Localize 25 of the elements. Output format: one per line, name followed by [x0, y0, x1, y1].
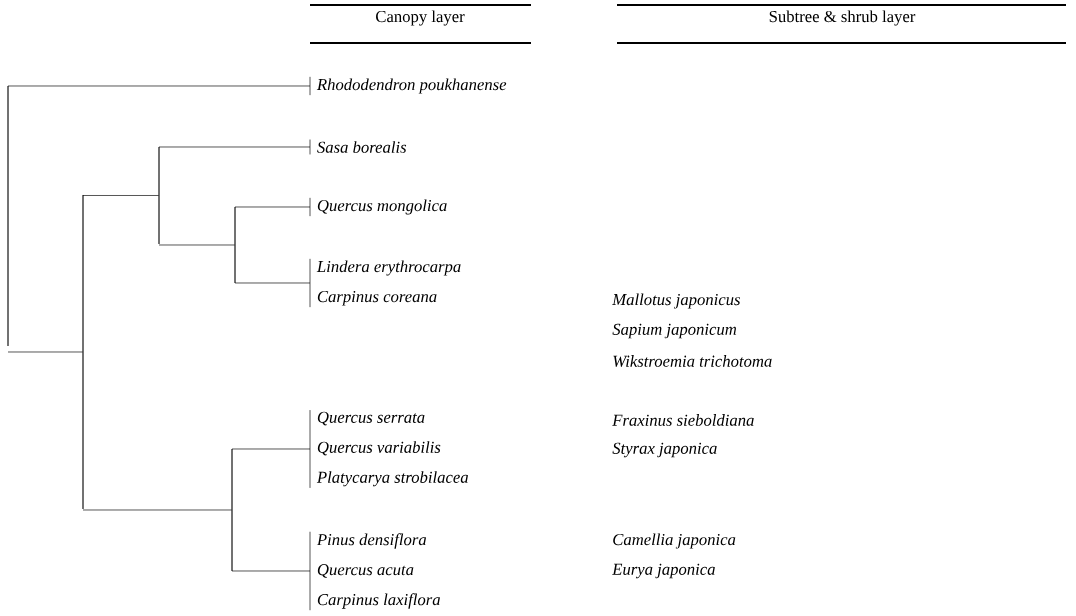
dendrogram-branch — [158, 146, 311, 148]
dendrogram-branch — [231, 570, 311, 572]
dendrogram-branch — [158, 244, 235, 246]
dendrogram-branch — [7, 351, 83, 353]
species-group: Lindera erythrocarpa Carpinus coreana — [309, 258, 461, 308]
species-group: Sasa borealis — [309, 139, 407, 155]
dendrogram-branch — [82, 509, 232, 511]
species-name: Mallotus japonicus — [612, 293, 740, 309]
species-name: Wikstroemia trichotoma — [613, 355, 772, 367]
species-group: Pinus densiflora Quercus acuta Carpinus laxiflora — [309, 531, 440, 611]
dendrogram-branch — [7, 85, 311, 87]
species-name: Sapium japonicum — [612, 323, 737, 339]
dendrogram-branch — [234, 206, 311, 208]
species-group: Rhododendron poukhanense — [309, 76, 507, 96]
dendrogram-branch — [234, 282, 311, 284]
species-name: Eurya japonica — [612, 563, 715, 579]
species-group: Quercus serrata Quercus variabilis Platycarya strobilacea — [309, 409, 468, 489]
species-name: Camellia japonica — [613, 533, 736, 549]
dendrogram-branch — [231, 448, 311, 450]
species-group: Quercus mongolica — [309, 197, 447, 217]
column-header: Subtree & shrub layer — [769, 10, 916, 26]
dendrogram-branch — [82, 195, 159, 196]
species-name: Styrax japonica — [612, 442, 717, 458]
species-name: Fraxinus sieboldiana — [612, 414, 754, 426]
column-header: Canopy layer — [376, 10, 465, 26]
